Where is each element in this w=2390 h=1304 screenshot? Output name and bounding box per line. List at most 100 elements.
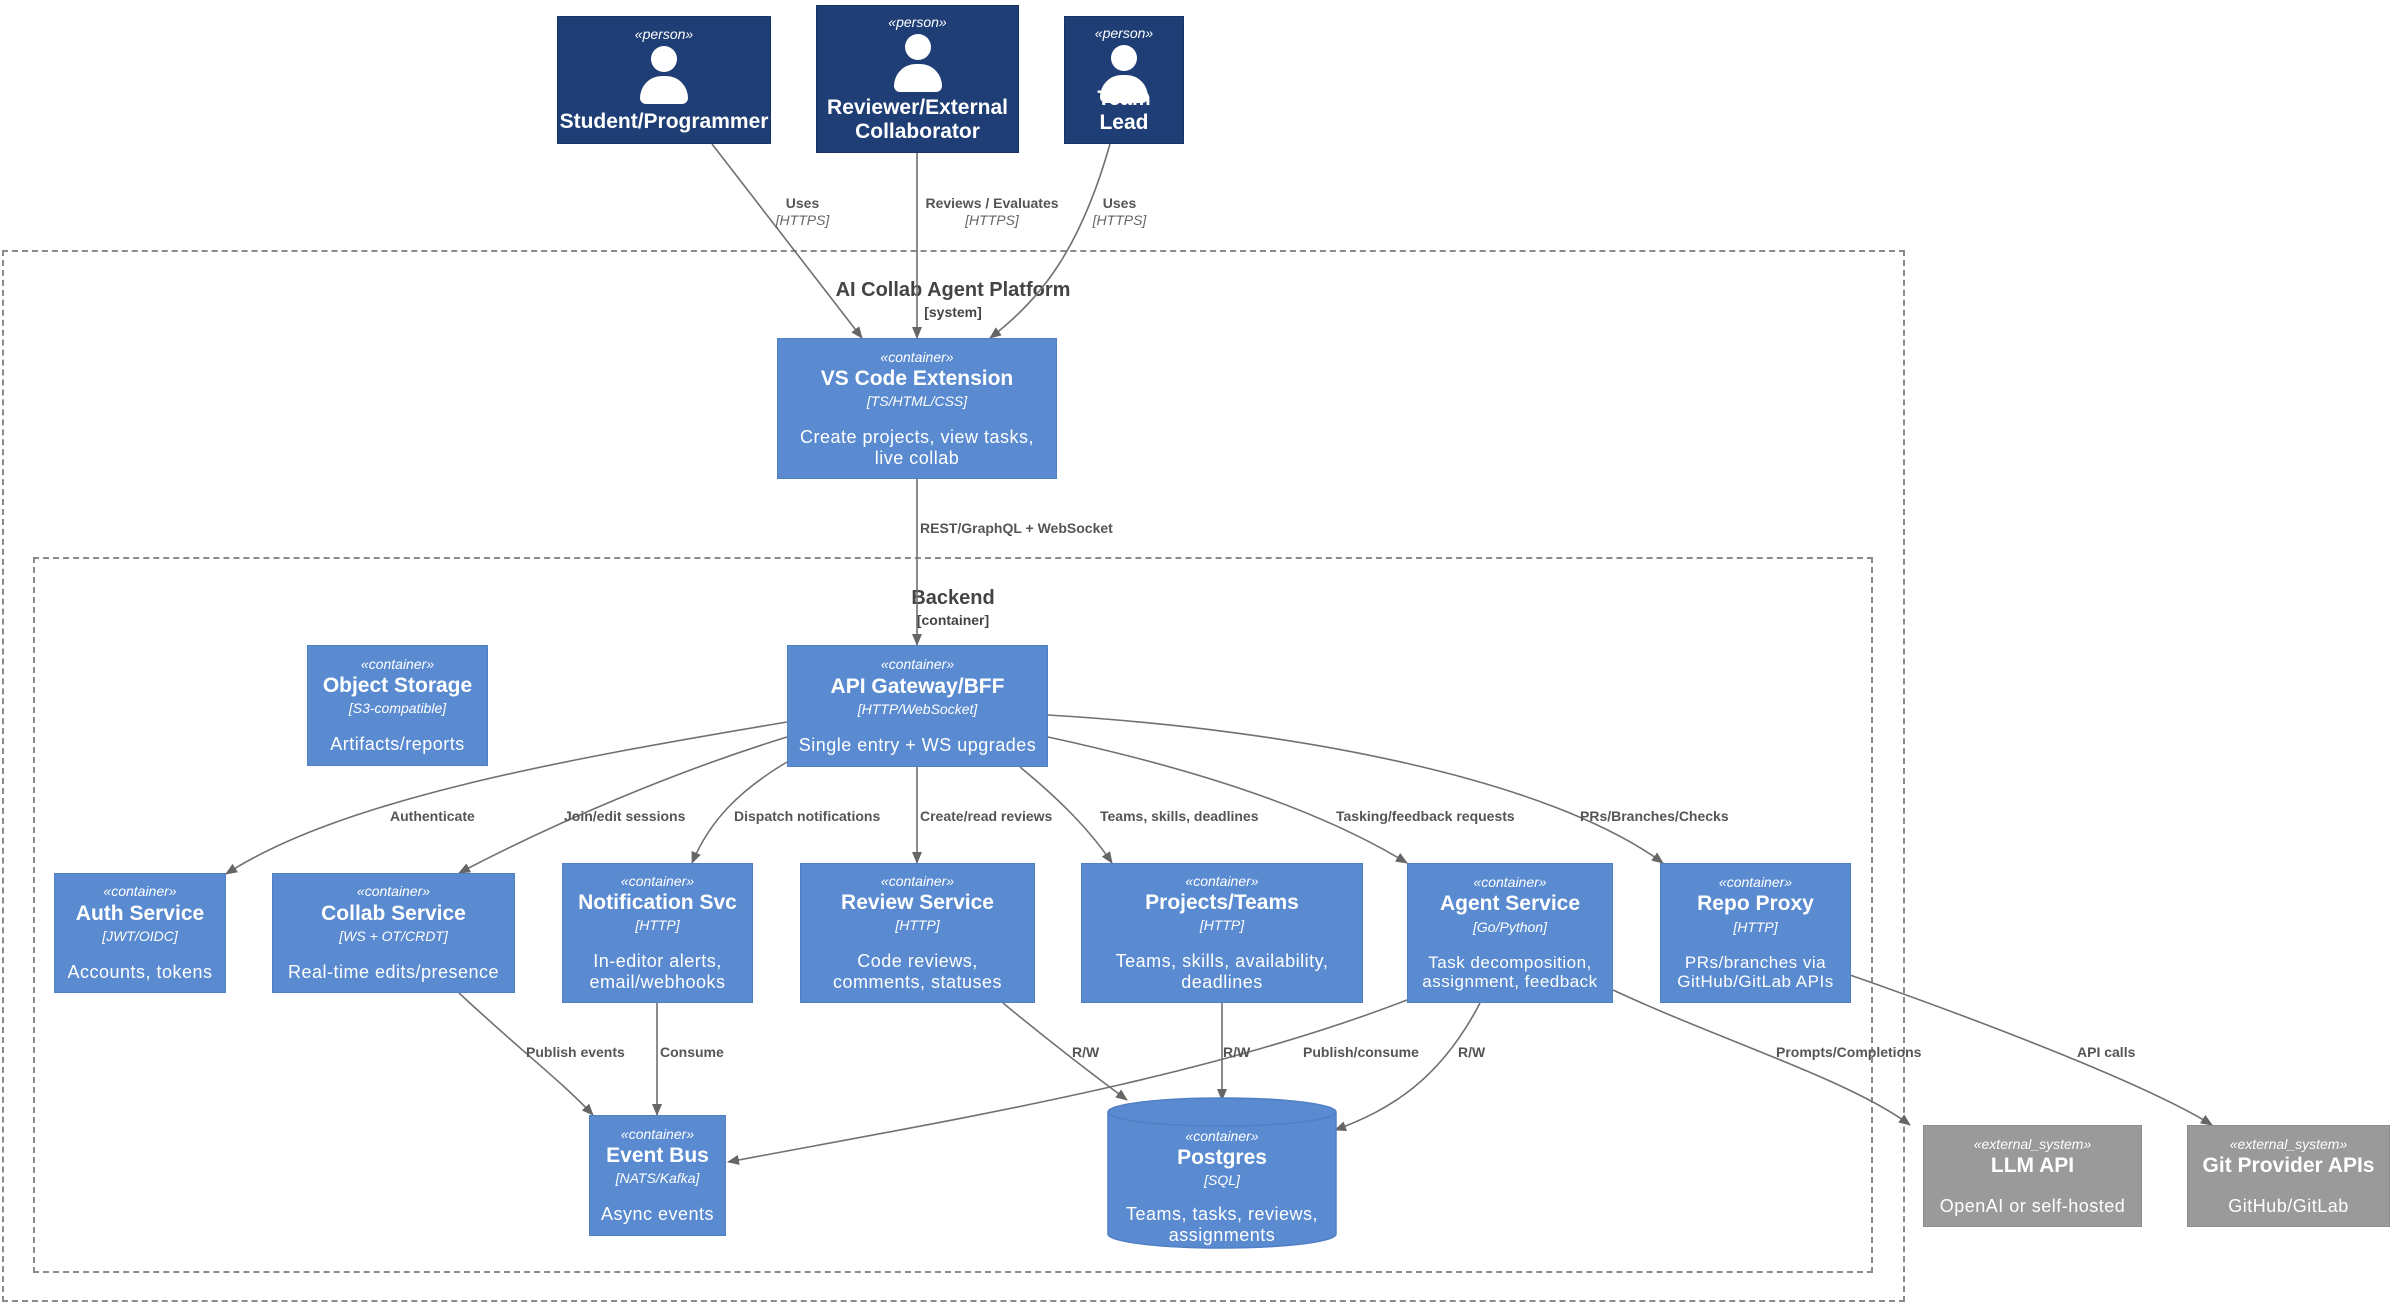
- backend-boundary-kind: [container]: [916, 612, 990, 628]
- projects-tech: [HTTP]: [1199, 917, 1245, 934]
- backend-boundary: [33, 557, 1873, 1273]
- container-vscode[interactable]: «container» VS Code Extension [TS/HTML/C…: [777, 338, 1057, 479]
- review-tech: [HTTP]: [895, 917, 940, 934]
- projects-desc: Teams, skills, availability, deadlines: [1115, 951, 1329, 993]
- storage-stereotype: «container»: [360, 655, 435, 672]
- gateway-title: API Gateway/BFF: [830, 674, 1005, 698]
- container-postgres[interactable]: [1106, 1096, 1338, 1252]
- projects-stereotype: «container»: [1185, 873, 1259, 890]
- container-collab-service[interactable]: «container» Collab Service [WS + OT/CRDT…: [272, 873, 515, 993]
- label-student-uses-tech: [HTTPS]: [775, 211, 830, 228]
- label-create-read: Create/read reviews: [920, 808, 1052, 825]
- git-title: Git Provider APIs: [2202, 1153, 2375, 1177]
- container-repo-proxy[interactable]: «container» Repo Proxy [HTTP] PRs/branch…: [1660, 863, 1851, 1003]
- platform-boundary-title: AI Collab Agent Platform [system]: [753, 279, 1153, 320]
- eventbus-title: Event Bus: [606, 1144, 709, 1168]
- container-auth-service[interactable]: «container» Auth Service [JWT/OIDC] Acco…: [54, 873, 226, 993]
- collab-stereotype: «container»: [356, 883, 431, 900]
- vscode-stereotype: «container»: [880, 348, 954, 365]
- person-icon: [1098, 45, 1150, 104]
- person-reviewer[interactable]: «person» Reviewer/External Collaborator: [816, 5, 1019, 153]
- label-prs-text: PRs/Branches/Checks: [1580, 808, 1729, 824]
- label-student-uses: Uses [HTTPS]: [760, 195, 845, 229]
- postgres-stereotype: «container»: [1185, 1128, 1259, 1144]
- repo-stereotype: «container»: [1718, 874, 1793, 891]
- agent-stereotype: «container»: [1473, 874, 1547, 891]
- postgres-desc: Teams, tasks, reviews, assignments: [1125, 1204, 1319, 1246]
- person-student-title: Student/Programmer: [559, 109, 769, 133]
- container-agent-service[interactable]: «container» Agent Service [Go/Python] Ta…: [1407, 863, 1613, 1003]
- edge-agent-llm: [1612, 989, 1911, 1126]
- auth-stereotype: «container»: [103, 883, 177, 900]
- edge-repo-git: [1849, 974, 2213, 1126]
- label-teams-skills: Teams, skills, deadlines: [1100, 808, 1258, 825]
- vscode-desc: Create projects, view tasks, live collab: [799, 426, 1035, 468]
- container-api-gateway[interactable]: «container» API Gateway/BFF [HTTP/WebSoc…: [787, 645, 1048, 767]
- label-agent-rw: R/W: [1458, 1044, 1485, 1061]
- label-review-rw-text: R/W: [1072, 1044, 1100, 1060]
- label-prompts-text: Prompts/Completions: [1776, 1044, 1922, 1060]
- notify-tech: [HTTP]: [635, 917, 680, 934]
- person-student[interactable]: «person» Student/Programmer: [557, 16, 771, 144]
- edge-lead-vscode: [989, 143, 1111, 339]
- llm-desc: OpenAI or self-hosted: [1939, 1195, 2126, 1216]
- postgres-tech: [SQL]: [1204, 1172, 1240, 1189]
- collab-tech: [WS + OT/CRDT]: [339, 927, 448, 944]
- label-consume-text: Consume: [660, 1044, 724, 1060]
- container-event-bus[interactable]: «container» Event Bus [NATS/Kafka] Async…: [589, 1115, 726, 1236]
- container-notification-svc[interactable]: «container» Notification Svc [HTTP] In-e…: [562, 863, 753, 1003]
- edge-gateway-notify: [691, 761, 788, 864]
- edge-student-vscode: [711, 143, 863, 339]
- review-title: Review Service: [841, 891, 994, 915]
- container-object-storage[interactable]: «container» Object Storage [S3-compatibl…: [307, 645, 488, 766]
- auth-tech: [JWT/OIDC]: [102, 927, 178, 944]
- label-reviewer-uses-tech: [HTTPS]: [965, 211, 1019, 228]
- gateway-tech: [HTTP/WebSocket]: [857, 700, 978, 717]
- label-review-rw: R/W: [1072, 1044, 1099, 1061]
- external-git-provider[interactable]: «external_system» Git Provider APIs GitH…: [2187, 1125, 2390, 1227]
- label-student-uses-text: Uses: [785, 195, 820, 211]
- label-publish-events-text: Publish events: [526, 1044, 625, 1060]
- repo-tech: [HTTP]: [1733, 918, 1778, 935]
- label-tasking-text: Tasking/feedback requests: [1336, 808, 1515, 824]
- label-consume: Consume: [660, 1044, 724, 1061]
- label-agent-publish-text: Publish/consume: [1303, 1044, 1419, 1060]
- person-teamlead[interactable]: «person» Team Lead: [1064, 16, 1184, 144]
- label-authenticate-text: Authenticate: [390, 808, 475, 824]
- label-join-edit-text: Join/edit sessions: [564, 808, 686, 824]
- label-prs: PRs/Branches/Checks: [1580, 808, 1729, 825]
- edge-agent-postgres: [1334, 1002, 1481, 1131]
- label-ext-gateway-text: REST/GraphQL + WebSocket: [920, 520, 1113, 536]
- eventbus-stereotype: «container»: [620, 1125, 695, 1142]
- projects-title: Projects/Teams: [1145, 891, 1299, 915]
- label-prompts: Prompts/Completions: [1776, 1044, 1921, 1061]
- edge-review-postgres: [1002, 1002, 1128, 1101]
- notify-title: Notification Svc: [578, 891, 737, 915]
- postgres-title: Postgres: [1177, 1146, 1267, 1170]
- label-authenticate: Authenticate: [390, 808, 475, 825]
- review-stereotype: «container»: [880, 873, 955, 890]
- repo-desc: PRs/branches via GitHub/GitLab APIs: [1677, 952, 1834, 992]
- label-projects-rw: R/W: [1223, 1044, 1250, 1061]
- notify-desc: In-editor alerts, email/webhooks: [589, 951, 726, 993]
- git-desc: GitHub/GitLab: [2228, 1195, 2349, 1216]
- container-projects-teams[interactable]: «container» Projects/Teams [HTTP] Teams,…: [1081, 863, 1363, 1003]
- container-review-service[interactable]: «container» Review Service [HTTP] Code r…: [800, 863, 1035, 1003]
- label-publish-events: Publish events: [526, 1044, 625, 1061]
- label-reviewer-uses-text: Reviews / Evaluates: [925, 195, 1059, 211]
- label-create-read-text: Create/read reviews: [920, 808, 1053, 824]
- person-reviewer-title: Reviewer/External Collaborator: [827, 95, 1008, 143]
- platform-boundary-name: AI Collab Agent Platform: [835, 279, 1071, 301]
- gateway-desc: Single entry + WS upgrades: [798, 734, 1037, 755]
- eventbus-tech: [NATS/Kafka]: [615, 1170, 700, 1187]
- agent-desc: Task decomposition, assignment, feedback: [1422, 952, 1598, 992]
- llm-title: LLM API: [1990, 1153, 2075, 1177]
- external-llm-api[interactable]: «external_system» LLM API OpenAI or self…: [1923, 1125, 2142, 1227]
- label-lead-uses-tech: [HTTPS]: [1092, 211, 1147, 228]
- edge-agent-eventbus: [727, 999, 1408, 1165]
- storage-title: Object Storage: [322, 674, 473, 698]
- agent-title: Agent Service: [1439, 892, 1581, 916]
- eventbus-desc: Async events: [600, 1204, 715, 1225]
- person-icon: [892, 34, 944, 93]
